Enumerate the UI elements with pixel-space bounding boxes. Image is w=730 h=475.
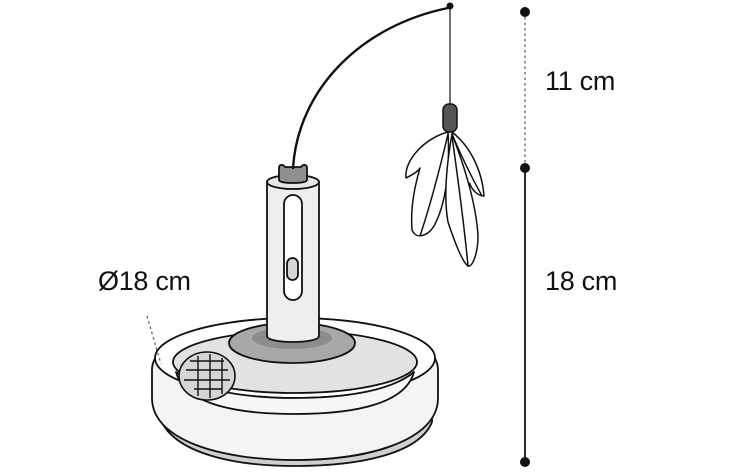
dim-point-top (520, 7, 530, 17)
base-diameter-label: Ø18 cm (98, 266, 191, 296)
track-ball (178, 351, 236, 401)
column-button (286, 257, 299, 281)
wand-height-label: 11 cm (545, 66, 616, 96)
toy-wand-wire (291, 6, 450, 170)
base-height-label: 18 cm (545, 266, 618, 296)
dim-point-middle (520, 163, 530, 173)
toy-base (151, 317, 439, 467)
toy-column (266, 163, 320, 343)
wand-tip (446, 2, 454, 10)
dim-point-bottom (520, 457, 530, 467)
dimension-lines (520, 7, 530, 467)
base-front-lip (175, 371, 415, 415)
column-slot (283, 194, 303, 301)
toy-feathers (405, 103, 485, 267)
column-cap (278, 163, 308, 184)
